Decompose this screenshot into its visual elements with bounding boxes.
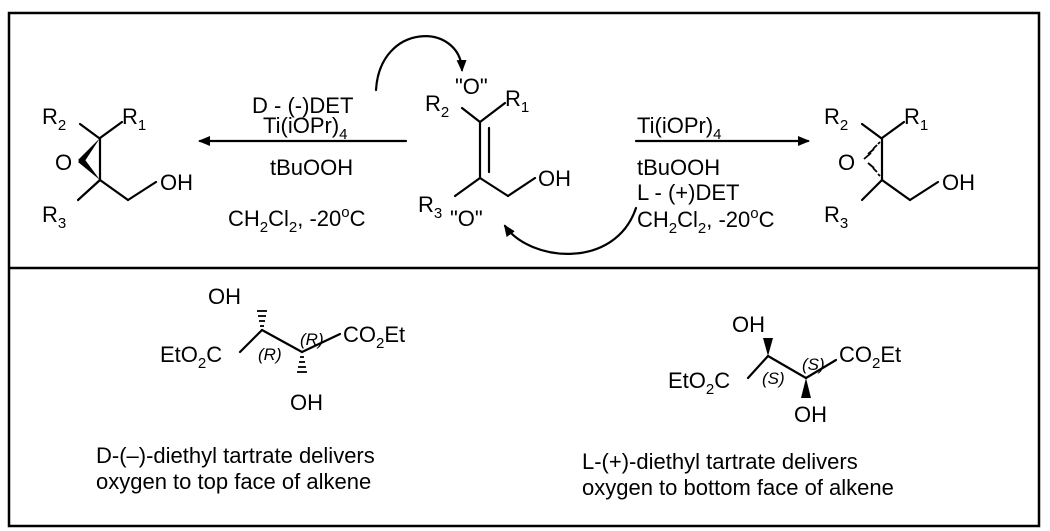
d-diethyl-tartrate: OH EtO2C CO2Et (R) (R) OH D-(–)-diethyl … (96, 284, 405, 494)
alkene-r2: R (425, 91, 441, 116)
l-tartrate-bond-ester-left (746, 354, 770, 380)
right-epoxide-bond-r2 (860, 122, 883, 140)
l-tartrate-wedge-top (763, 338, 773, 356)
right-epoxide-bond-r3 (860, 178, 884, 202)
d-tartrate-stereo-c3: (R) (300, 330, 324, 349)
left-epoxide-bond-ch2 (98, 178, 130, 202)
left-epoxide-bond-oh (126, 180, 158, 202)
top-face-delivery-arrow (374, 35, 467, 92)
right-reagent-det: L - (+)DET (637, 180, 739, 205)
d-tartrate-oh-bottom: OH (290, 390, 323, 415)
svg-text:R2: R2 (824, 104, 848, 134)
scheme-frame (7, 11, 1041, 528)
l-tartrate-ester-right: CO (839, 342, 872, 367)
alkene-bond-ch2 (478, 176, 510, 198)
svg-text:Ti(iOPr)4: Ti(iOPr)4 (263, 113, 348, 143)
right-epoxide-bond-ch2 (880, 178, 912, 202)
svg-text:R2: R2 (425, 91, 449, 121)
left-epoxide-r2: R (42, 104, 58, 129)
right-reagents: Ti(iOPr)4 tBuOOH L - (+)DET CH2Cl2, -20o… (637, 113, 775, 237)
left-epoxide-r3: R (42, 202, 58, 227)
svg-text:EtO2C: EtO2C (160, 342, 222, 372)
left-epoxide-r1-index: 1 (138, 117, 146, 134)
left-reagents: D - (-)DET Ti(iOPr)4 tBuOOH CH2Cl2, -20o… (228, 93, 366, 236)
right-epoxide-oxygen: O (838, 150, 855, 175)
left-epoxide-r2-index: 2 (58, 117, 66, 134)
left-epoxide-oh: OH (160, 170, 193, 195)
l-tartrate-caption-line2: oxygen to bottom face of alkene (582, 475, 894, 500)
d-tartrate-caption-line1: D-(–)-diethyl tartrate delivers (96, 443, 375, 468)
svg-text:Ti(iOPr)4: Ti(iOPr)4 (637, 113, 722, 143)
right-epoxide: R2 R1 O R3 OH (824, 104, 975, 232)
d-tartrate-caption-line2: oxygen to top face of alkene (96, 469, 371, 494)
l-tartrate-caption-line1: L-(+)-diethyl tartrate delivers (582, 449, 858, 474)
alkene-r1: R (505, 86, 521, 111)
l-tartrate-wedge-bottom (801, 378, 811, 398)
l-tartrate-bond-c2-c3 (766, 354, 808, 380)
alkene-bond-oh (506, 176, 537, 198)
alkene-bond-r3 (453, 176, 482, 198)
left-epoxide-wedge-lower (78, 157, 100, 180)
left-reagent-det: D - (-)DET (252, 93, 353, 118)
right-reagent-titanium: Ti(iOPr) (637, 113, 713, 138)
d-tartrate-bond-ester-left (238, 328, 264, 354)
left-epoxide-bond-r2 (78, 122, 101, 140)
l-tartrate-bond-ester-right (804, 358, 838, 380)
svg-text:R1: R1 (505, 86, 529, 116)
right-epoxide-oh: OH (942, 170, 975, 195)
left-reagent-titanium: Ti(iOPr) (263, 113, 339, 138)
right-epoxide-hash-upper (863, 141, 881, 160)
alkene-bond-r2 (460, 106, 482, 124)
left-epoxide-r1: R (122, 104, 138, 129)
right-epoxide-hash-lower (867, 162, 881, 177)
left-epoxide: R2 R1 O R3 OH (42, 104, 193, 232)
d-tartrate-ester-right: CO (343, 322, 376, 347)
right-reagent-tbuooh: tBuOOH (637, 155, 720, 180)
l-tartrate-ester-left: EtO (668, 368, 706, 393)
svg-text:CO2Et: CO2Et (343, 322, 405, 352)
svg-text:R3: R3 (42, 202, 66, 232)
right-epoxide-bond-r1 (880, 120, 906, 140)
left-reagent-tbuooh: tBuOOH (270, 155, 353, 180)
d-tartrate-hash-bottom (297, 356, 307, 373)
oxygen-bottom-face: "O" (450, 206, 483, 231)
allylic-alcohol: "O" R2 R1 R3 OH "O" (418, 74, 571, 231)
d-tartrate-hash-top (257, 310, 267, 327)
svg-text:R1: R1 (122, 104, 146, 134)
svg-text:CO2Et: CO2Et (839, 342, 901, 372)
svg-text:R2: R2 (42, 104, 66, 134)
bottom-face-delivery-arrow (503, 206, 638, 255)
d-tartrate-bond-ester-right (300, 332, 342, 354)
svg-text:R3: R3 (824, 202, 848, 232)
l-diethyl-tartrate: OH EtO2C CO2Et (S) (S) OH L-(+)-diethyl … (582, 312, 901, 500)
left-epoxide-r3-index: 3 (58, 215, 66, 232)
d-tartrate-stereo-c2: (R) (258, 345, 282, 364)
alkene-bond-r1 (478, 101, 507, 124)
svg-text:EtO2C: EtO2C (668, 368, 730, 398)
d-tartrate-ester-left: EtO (160, 342, 198, 367)
l-tartrate-stereo-c3: (S) (802, 355, 825, 374)
alkene-oh: OH (538, 166, 571, 191)
left-epoxide-oxygen: O (55, 150, 72, 175)
alkene-r3: R (418, 192, 434, 217)
d-tartrate-bond-c2-c3 (260, 328, 304, 354)
d-tartrate-oh-top: OH (208, 284, 241, 309)
l-tartrate-oh-bottom: OH (794, 402, 827, 427)
left-epoxide-bond-r1 (98, 120, 124, 140)
left-reagent-conditions: CH2Cl2, -20oC (228, 204, 366, 236)
right-epoxide-r2: R (824, 104, 840, 129)
right-epoxide-r3: R (824, 202, 840, 227)
left-epoxide-wedge-upper (78, 138, 100, 164)
l-tartrate-stereo-c2: (S) (762, 369, 785, 388)
svg-text:R3: R3 (418, 192, 442, 222)
l-tartrate-oh-top: OH (732, 312, 765, 337)
oxygen-top-face: "O" (455, 74, 488, 99)
right-epoxide-bond-oh (908, 180, 940, 202)
left-epoxide-bond-r3 (76, 178, 102, 202)
right-epoxide-r1: R (904, 104, 920, 129)
svg-text:R1: R1 (904, 104, 928, 134)
right-reagent-conditions: CH2Cl2, -20oC (637, 205, 775, 237)
